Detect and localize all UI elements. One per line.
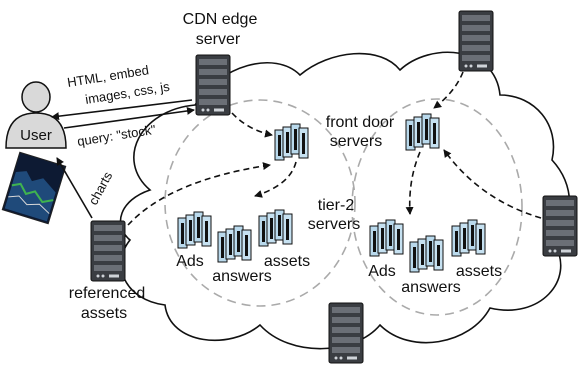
arrow-charts-to-user: [56, 157, 93, 219]
right-server-icon: [542, 195, 578, 257]
bottom-server-icon: [328, 302, 364, 364]
arrow-query-to-cdn: [63, 106, 195, 129]
cdn-edge-label-line2: server: [196, 31, 241, 48]
arrow-right-to-front-door: [443, 149, 542, 219]
user-icon: [5, 81, 67, 149]
right-answers-label: answers: [401, 279, 461, 296]
right-assets-label: assets: [456, 263, 502, 280]
front-door-label-line2: servers: [330, 133, 382, 150]
arrow-html-to-user: [51, 99, 193, 121]
right-ads-label: Ads: [368, 263, 396, 280]
arrow-referenced-to-front-door: [127, 162, 271, 226]
left-assets-label: assets: [264, 253, 310, 270]
top-right-server-icon: [458, 10, 494, 72]
tier2-label-line1: tier-2: [318, 197, 355, 214]
referenced-assets-server-icon: [90, 220, 126, 282]
arrow-front-door-to-tier2-right: [405, 151, 421, 215]
chart-thumbnail-icon: [1, 151, 67, 225]
arrow-topright-to-front-door: [433, 71, 464, 109]
cdn-edge-label-line1: CDN edge: [183, 11, 258, 28]
front-door-label-line1: front door: [326, 114, 395, 131]
arrow-front-door-to-tier2-left: [254, 161, 297, 198]
referenced-assets-label-line1: referenced: [69, 285, 146, 302]
arrow-cdn-to-front-door: [231, 112, 273, 138]
left-datacenter-boundary: [164, 99, 356, 307]
user-label: User: [20, 127, 52, 144]
right-datacenter-boundary: [351, 98, 523, 316]
tier2-label-line2: servers: [308, 216, 360, 233]
charts-label: charts: [85, 169, 115, 208]
left-answers-label: answers: [212, 268, 272, 285]
left-ads-label: Ads: [176, 253, 204, 270]
referenced-assets-label-line2: assets: [81, 305, 127, 322]
cdn-edge-server-icon: [195, 54, 231, 116]
